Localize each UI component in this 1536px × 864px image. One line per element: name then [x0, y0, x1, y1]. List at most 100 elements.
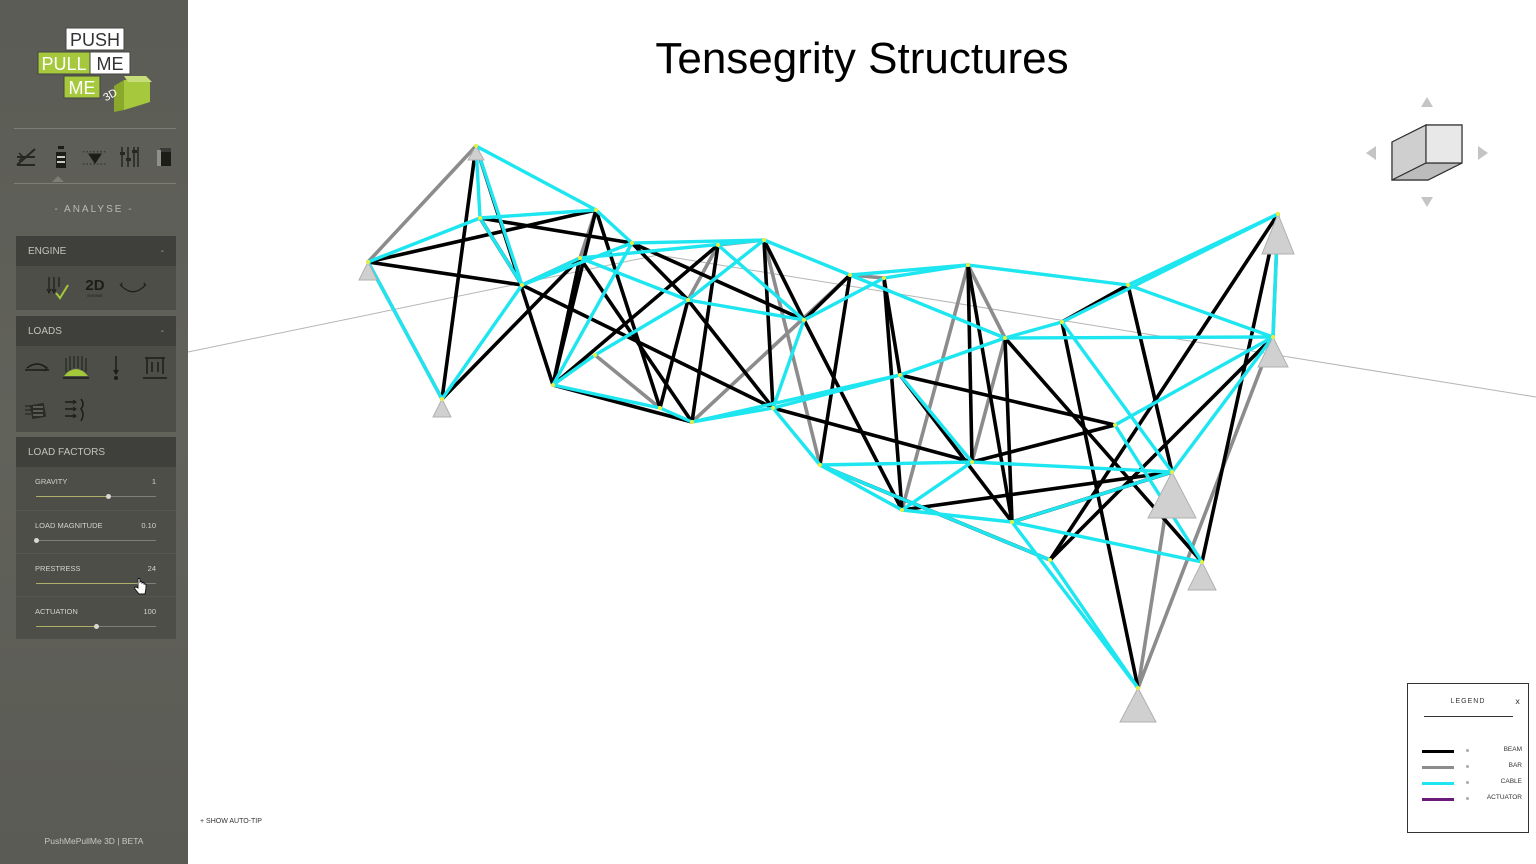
- pin-support-icon[interactable]: [432, 397, 452, 418]
- cable-member[interactable]: [1010, 470, 1174, 524]
- structure-node[interactable]: [440, 397, 444, 401]
- beam-member[interactable]: [1003, 336, 1014, 524]
- loads-tool[interactable]: [81, 142, 109, 172]
- cable-member[interactable]: [1126, 283, 1275, 339]
- cable-member[interactable]: [716, 243, 806, 322]
- beam-member[interactable]: [366, 260, 524, 287]
- orientation-cube-icon[interactable]: [1391, 124, 1463, 181]
- beam-member[interactable]: [802, 318, 904, 512]
- cable-member[interactable]: [366, 216, 482, 264]
- cable-member[interactable]: [818, 463, 904, 512]
- load-factors-panel-header[interactable]: LOAD FACTORS: [16, 437, 176, 467]
- structure-node[interactable]: [690, 420, 694, 424]
- structure-node[interactable]: [818, 463, 822, 467]
- structure-node[interactable]: [630, 241, 634, 245]
- bar-member[interactable]: [1136, 335, 1275, 690]
- tensegrity-model[interactable]: [188, 0, 1536, 864]
- cable-member[interactable]: [478, 216, 524, 287]
- loads-panel-header[interactable]: LOADS -: [16, 316, 176, 346]
- cable-member[interactable]: [1003, 320, 1064, 340]
- structure-node[interactable]: [686, 298, 690, 302]
- structure-node[interactable]: [802, 318, 806, 322]
- pin-support-icon[interactable]: [467, 144, 485, 161]
- bar-member[interactable]: [900, 263, 970, 512]
- structure-node[interactable]: [578, 256, 582, 260]
- beam-member[interactable]: [440, 256, 582, 401]
- wind-load-option[interactable]: [22, 395, 52, 425]
- cable-member[interactable]: [1010, 520, 1204, 564]
- view-down-arrow-icon[interactable]: [1421, 197, 1433, 207]
- beam-member[interactable]: [630, 241, 806, 322]
- structure-node[interactable]: [716, 243, 720, 247]
- cable-member[interactable]: [658, 406, 694, 424]
- cable-member[interactable]: [848, 273, 1007, 340]
- frame-load-option[interactable]: [141, 353, 170, 383]
- view-up-arrow-icon[interactable]: [1421, 97, 1433, 107]
- cable-member[interactable]: [818, 463, 1052, 562]
- beam-member[interactable]: [762, 238, 806, 322]
- structure-node[interactable]: [1060, 320, 1064, 324]
- beam-member[interactable]: [966, 263, 1014, 524]
- cable-member[interactable]: [898, 373, 974, 464]
- structure-node[interactable]: [1136, 686, 1140, 690]
- view-left-arrow-icon[interactable]: [1366, 146, 1376, 160]
- cable-member[interactable]: [771, 406, 822, 467]
- lateral-load-option[interactable]: [62, 395, 92, 425]
- view-right-arrow-icon[interactable]: [1478, 146, 1488, 160]
- structure-node[interactable]: [882, 276, 886, 280]
- cable-member[interactable]: [551, 383, 662, 410]
- moment-load-option[interactable]: [22, 353, 51, 383]
- slider-thumb[interactable]: [34, 538, 39, 543]
- cable-member[interactable]: [594, 208, 634, 245]
- view-cube[interactable]: [1358, 90, 1498, 215]
- structure-node[interactable]: [1010, 520, 1014, 524]
- structure-node[interactable]: [1170, 470, 1174, 474]
- cable-member[interactable]: [818, 460, 974, 467]
- cable-member[interactable]: [771, 373, 902, 410]
- cable-member[interactable]: [966, 263, 1130, 287]
- beam-member[interactable]: [520, 283, 775, 410]
- collapse-icon[interactable]: -: [160, 325, 164, 337]
- structure-node[interactable]: [594, 208, 598, 212]
- beam-member[interactable]: [900, 470, 1174, 512]
- 3d-viewport[interactable]: Tensegrity Structures + SHOW AUTO-TIP LE…: [188, 0, 1536, 864]
- beam-member[interactable]: [1060, 320, 1140, 690]
- structure-node[interactable]: [1200, 560, 1204, 564]
- cable-member[interactable]: [900, 460, 974, 512]
- structure-node[interactable]: [1276, 212, 1280, 216]
- cable-member[interactable]: [1060, 212, 1280, 324]
- cable-member[interactable]: [900, 508, 1014, 524]
- pin-support-icon[interactable]: [1147, 470, 1197, 519]
- pin-support-icon[interactable]: [1187, 560, 1217, 591]
- analyse-tool[interactable]: [116, 142, 144, 172]
- cable-member[interactable]: [366, 260, 444, 401]
- beam-member[interactable]: [594, 208, 662, 410]
- pin-support-icon[interactable]: [1261, 212, 1295, 255]
- structure-node[interactable]: [551, 383, 555, 387]
- bar-member[interactable]: [966, 263, 1007, 340]
- cable-member[interactable]: [970, 460, 1174, 474]
- cable-member[interactable]: [440, 283, 524, 401]
- slider-track[interactable]: [34, 538, 156, 543]
- beam-member[interactable]: [762, 238, 775, 410]
- geometry-tool[interactable]: [12, 142, 40, 172]
- cable-member[interactable]: [474, 144, 524, 287]
- cable-member[interactable]: [771, 318, 806, 410]
- export-tool[interactable]: [150, 142, 178, 172]
- beam-member[interactable]: [658, 298, 690, 410]
- beam-member[interactable]: [366, 208, 598, 264]
- structure-node[interactable]: [1003, 336, 1007, 340]
- beam-member[interactable]: [1003, 336, 1204, 564]
- cable-member[interactable]: [1048, 558, 1140, 690]
- slider-track[interactable]: [36, 624, 156, 629]
- beam-member[interactable]: [818, 273, 852, 467]
- beam-member[interactable]: [440, 144, 478, 401]
- structure-node[interactable]: [1126, 283, 1130, 287]
- legend-close-button[interactable]: x: [1515, 697, 1520, 706]
- structure-node[interactable]: [478, 216, 482, 220]
- cable-member[interactable]: [1003, 335, 1275, 340]
- beam-member[interactable]: [1200, 212, 1280, 564]
- distributed-load-option[interactable]: [61, 353, 91, 383]
- point-load-option[interactable]: [101, 353, 130, 383]
- beam-member[interactable]: [1126, 283, 1174, 474]
